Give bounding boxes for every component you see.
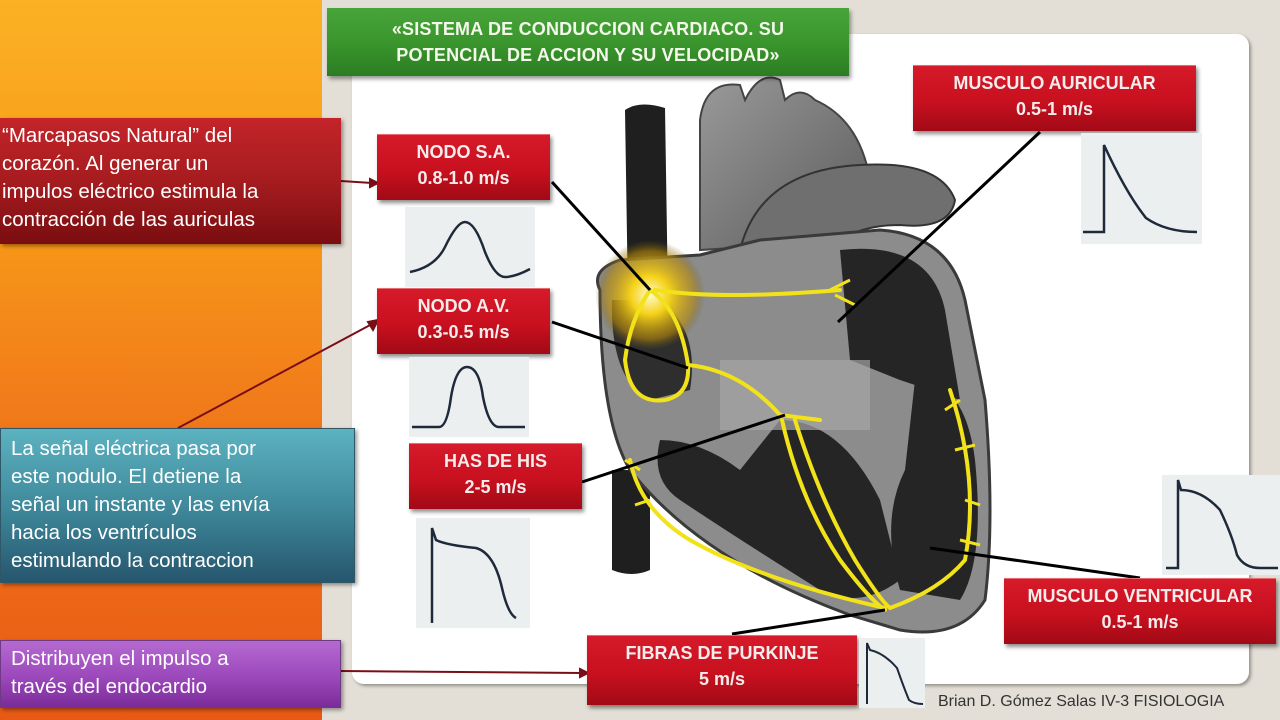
- plateau-curve-icon: [866, 642, 924, 705]
- label-nodo-sa: NODO S.A. 0.8-1.0 m/s: [377, 134, 550, 200]
- spike-decay-icon: [1083, 144, 1198, 234]
- note-line: La señal eléctrica pasa por: [11, 437, 257, 460]
- page-title: «SISTEMA DE CONDUCCION CARDIACO. SU POTE…: [327, 8, 849, 76]
- note-line: contracción de las auriculas: [2, 208, 255, 231]
- note-line: “Marcapasos Natural” del: [2, 124, 233, 147]
- note-line: señal un instante y las envía: [11, 493, 270, 516]
- bell-curve-icon: [409, 220, 531, 279]
- label-speed: 0.8-1.0 m/s: [417, 168, 510, 188]
- note-line: corazón. Al generar un: [2, 152, 209, 175]
- label-nodo-av: NODO A.V. 0.3-0.5 m/s: [377, 288, 550, 354]
- background-divider: [322, 0, 352, 720]
- author-credit: Brian D. Gómez Salas IV-3 FISIOLOGIA: [938, 693, 1225, 710]
- label-speed: 0.3-0.5 m/s: [417, 322, 510, 342]
- waveform-musculo-auricular: [1081, 133, 1202, 244]
- note-line: estimulando la contraccion: [11, 549, 254, 572]
- title-line-2: POTENCIAL DE ACCION Y SU VELOCIDAD»: [396, 45, 780, 65]
- waveform-nodo-av: [409, 357, 529, 437]
- label-name: MUSCULO VENTRICULAR: [1027, 586, 1253, 606]
- note-nodulo: La señal eléctrica pasa por este nodulo.…: [0, 428, 355, 583]
- note-line: través del endocardio: [11, 675, 208, 698]
- label-speed: 2-5 m/s: [464, 477, 527, 497]
- note-line: este nodulo. El detiene la: [11, 465, 242, 488]
- label-fibras-purkinje: FIBRAS DE PURKINJE 5 m/s: [587, 635, 857, 705]
- label-speed: 0.5-1 m/s: [1101, 612, 1179, 632]
- waveform-nodo-sa: [405, 207, 535, 287]
- waveform-fibras-purkinje: [859, 638, 925, 708]
- bell-curve-icon: [412, 365, 525, 429]
- waveform-musculo-ventricular: [1162, 475, 1280, 575]
- label-name: NODO S.A.: [416, 142, 511, 162]
- label-musculo-auricular: MUSCULO AURICULAR 0.5-1 m/s: [913, 65, 1196, 131]
- note-marcapasos: “Marcapasos Natural” del corazón. Al gen…: [0, 118, 341, 244]
- label-speed: 0.5-1 m/s: [1015, 99, 1094, 119]
- label-speed: 5 m/s: [698, 669, 746, 689]
- title-line-1: «SISTEMA DE CONDUCCION CARDIACO. SU: [391, 19, 785, 39]
- label-name: FIBRAS DE PURKINJE: [625, 643, 819, 663]
- label-name: NODO A.V.: [417, 296, 510, 316]
- orange-side-band: [0, 0, 322, 720]
- waveform-has-de-his: [416, 518, 530, 628]
- note-line: hacia los ventrículos: [11, 521, 197, 544]
- label-has-de-his: HAS DE HIS 2-5 m/s: [409, 443, 582, 509]
- label-name: HAS DE HIS: [443, 451, 548, 471]
- label-musculo-ventricular: MUSCULO VENTRICULAR 0.5-1 m/s: [1004, 578, 1276, 644]
- note-distribuyen: Distribuyen el impulso a través del endo…: [0, 640, 341, 708]
- plateau-curve-icon: [1166, 479, 1278, 570]
- label-name: MUSCULO AURICULAR: [953, 73, 1156, 93]
- note-line: Distribuyen el impulso a: [11, 647, 229, 670]
- note-line: impulos eléctrico estimula la: [2, 180, 259, 203]
- plateau-curve-icon: [430, 527, 517, 623]
